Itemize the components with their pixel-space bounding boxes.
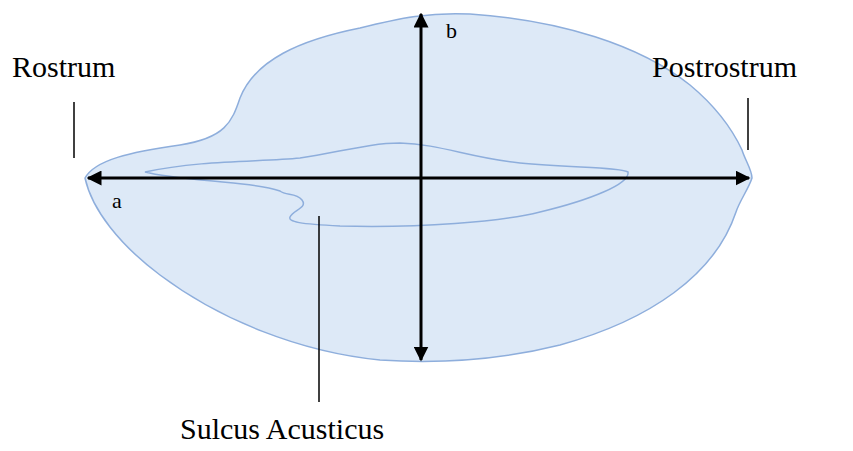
sulcus-outline — [145, 143, 628, 226]
part-label: Rostrum — [12, 52, 115, 82]
otolith-outline — [85, 14, 752, 362]
length-arrow — [88, 177, 749, 180]
height-arrow — [420, 14, 423, 360]
dimension-label: a — [112, 190, 122, 212]
leader-line — [747, 98, 749, 150]
leader-line — [318, 216, 320, 402]
dimension-label: b — [446, 20, 457, 42]
part-label: Sulcus Acusticus — [180, 414, 384, 444]
part-label: Postrostrum — [652, 52, 797, 82]
leader-line — [73, 102, 75, 158]
